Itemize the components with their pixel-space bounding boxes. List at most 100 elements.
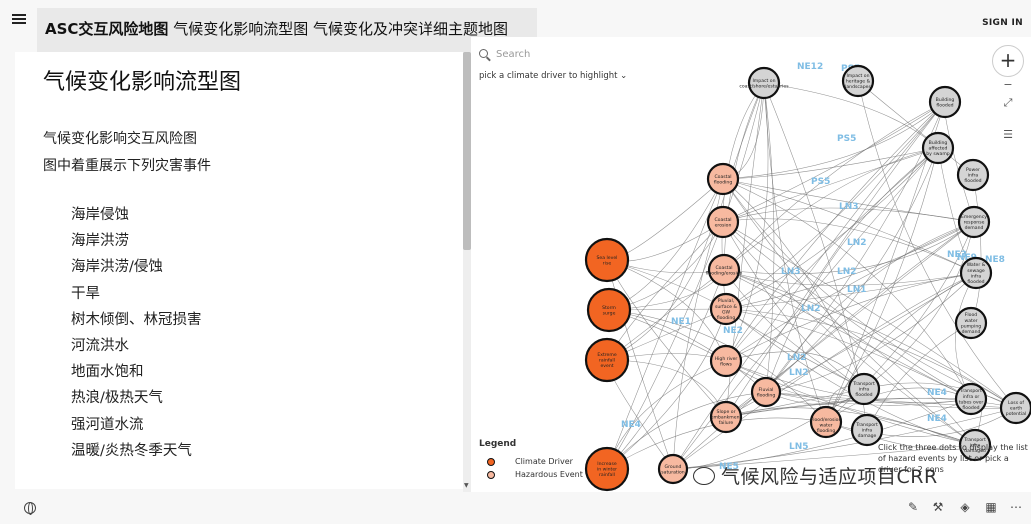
edge-line <box>723 269 865 390</box>
more-icon[interactable]: ⋯ <box>1010 500 1022 514</box>
panel-scroll-thumb[interactable] <box>463 52 471 250</box>
driver-label: Storm <box>602 305 616 311</box>
bottom-bar: ✎ ⚒ ◈ ▦ ⋯ <box>0 492 1031 524</box>
wrench-icon[interactable]: ⚒ <box>932 500 944 514</box>
impact-label: water <box>964 318 977 324</box>
sign-in-button[interactable]: SIGN IN <box>982 18 1023 28</box>
edge-label: LN2 <box>801 304 821 314</box>
hazard-circle <box>709 400 743 434</box>
legend-label: Climate Driver <box>515 457 573 466</box>
search-placeholder[interactable]: Search <box>496 49 531 60</box>
edge-label: NE5 <box>719 462 739 472</box>
driver-select[interactable]: pick a climate driver to highlight ⌄ <box>479 71 627 81</box>
grid-icon[interactable]: ▦ <box>985 500 997 514</box>
impact-label: potential <box>1006 411 1026 417</box>
impact-label: pumping <box>961 323 981 329</box>
story-panel: 气候变化影响流型图 气候变化影响交互风险图 图中着重展示下列灾害事件 海岸侵蚀 … <box>15 52 463 489</box>
zoom-out-button[interactable]: − <box>1003 78 1013 91</box>
edge-line <box>825 387 972 423</box>
driver-label: event <box>600 363 613 369</box>
edge-line <box>722 207 975 223</box>
edge-line <box>725 308 972 400</box>
driver-label: in winter <box>597 467 617 473</box>
edge-line <box>723 269 976 446</box>
cube-icon[interactable]: ◈ <box>960 500 970 514</box>
impact-label: infra <box>862 428 873 434</box>
edges-group <box>606 80 1017 470</box>
edge-label: LN3 <box>839 202 859 212</box>
hazard-circle <box>707 253 741 287</box>
legend-item: Climate Driver <box>479 455 629 468</box>
edge-line <box>606 221 724 470</box>
edge-label: PS5 <box>837 134 856 144</box>
impact-label: Water & <box>967 262 986 268</box>
edge-line <box>723 269 977 286</box>
hazard-label: embankment <box>711 415 742 421</box>
hazard-item: 干旱 <box>71 285 100 302</box>
hazard-label: Coastal <box>714 174 731 180</box>
panel-scrollbar[interactable] <box>463 52 471 492</box>
edge-label: LN3 <box>781 267 801 277</box>
search-box[interactable]: Search <box>479 49 629 65</box>
driver-label: Sea level <box>597 255 618 261</box>
zoom-in-button[interactable]: + <box>992 45 1024 77</box>
globe-icon[interactable] <box>24 502 36 515</box>
edge-label: NE3 <box>947 250 967 260</box>
impact-label: demand <box>962 329 981 335</box>
edge-line <box>723 147 939 271</box>
menu-icon[interactable] <box>12 14 26 28</box>
fullscreen-icon[interactable]: ⤢ <box>1003 96 1013 109</box>
impact-network-map[interactable]: PS5NE12PS5PS5LN3LN2NE9LN2NE3LN3NE8NE1NE2… <box>471 37 1031 492</box>
impact-label: Impact on <box>752 78 775 84</box>
edge-line <box>765 221 975 393</box>
hazard-item: 热浪/极热天气 <box>71 390 163 407</box>
edge-line <box>863 382 1017 409</box>
pen-icon[interactable]: ✎ <box>907 500 919 514</box>
edge-label: NE4 <box>927 388 947 398</box>
hazard-label: Coastal <box>714 217 731 223</box>
impact-label: coast/shore/estuaries <box>739 83 789 89</box>
impact-label: Transport <box>963 437 986 443</box>
driver-swatch <box>487 457 495 466</box>
page-title: ASC交互风险地图 气候变化影响流型图 气候变化及冲突详细主题地图 <box>37 8 537 52</box>
watermark-text: 气候风险与适应项目CRR <box>721 466 938 488</box>
impact-label: damaged <box>964 448 986 454</box>
edge-line <box>725 101 946 418</box>
hazard-label: failure <box>719 420 734 426</box>
impact-label: Building <box>929 140 948 146</box>
network-svg[interactable]: PS5NE12PS5PS5LN3LN2NE9LN2NE3LN3NE8NE1NE2… <box>471 37 1031 492</box>
layers-icon[interactable]: ☰ <box>1003 128 1013 141</box>
impact-label: flooded <box>967 279 984 285</box>
impact-circle <box>954 306 988 340</box>
driver-select-label[interactable]: pick a climate driver to highlight <box>479 71 618 81</box>
scroll-down-icon[interactable]: ▼ <box>464 482 469 489</box>
hazard-label: Ground <box>665 464 682 470</box>
edge-line <box>606 178 724 470</box>
